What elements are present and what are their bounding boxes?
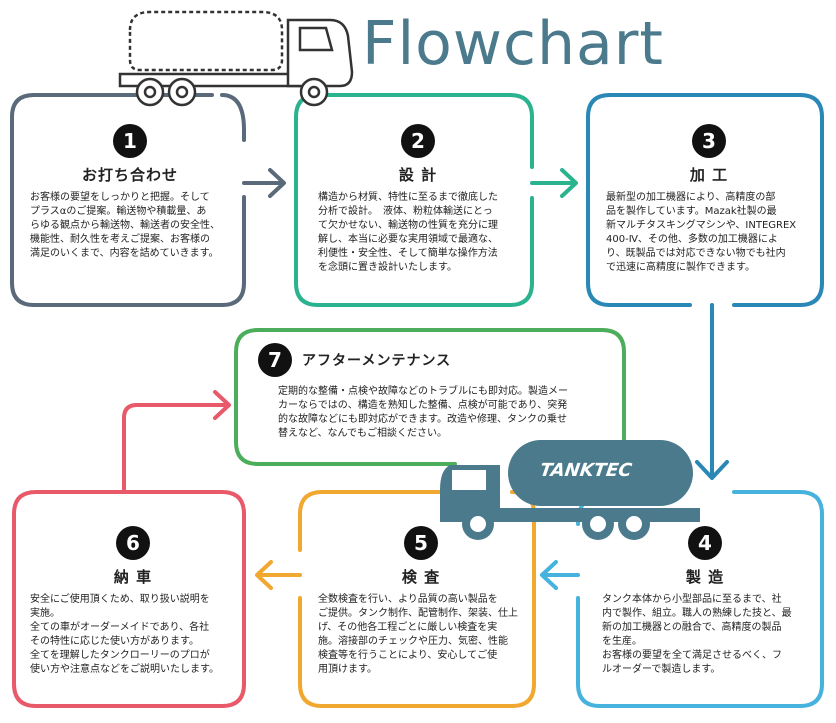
step-number-badge: 2 (401, 124, 435, 158)
arrow-1-to-2 (220, 93, 286, 198)
step-description: 安全にご使用頂くため、取り扱い説明を 実施。 全ての車がオーダーメイドであり、各… (30, 594, 219, 675)
arrow-4-to-5 (540, 560, 580, 590)
step-number-badge: 1 (113, 124, 147, 158)
step-title: 加 工 (689, 166, 729, 184)
tanktec-logo: TANKTEC (538, 460, 634, 481)
outline-truck-icon (118, 10, 354, 107)
step-title: アフターメンテナンス (302, 353, 452, 369)
step-title: 検 査 (401, 568, 441, 586)
tanktec-truck-icon (440, 440, 700, 540)
step-7-frame (234, 328, 626, 466)
step-number-badge: 5 (404, 526, 438, 560)
step-description: 最新型の加工機器により、高精度の部 品を製作しています。Mazak社製の最 新マ… (606, 192, 797, 273)
step-2-frame (294, 93, 534, 307)
step-description: 定期的な整備・点検や故障などのトラブルにも即対応。製造メー カーならではの、構造… (278, 386, 568, 439)
step-number-badge: 6 (116, 526, 150, 560)
step-1: 1 お打ち合わせ お客様の要望をしっかりと把握。そして プラスαのご提案。輸送物… (30, 124, 230, 261)
step-number-badge: 7 (258, 343, 292, 377)
step-3-frame (586, 93, 824, 307)
step-title: お打ち合わせ (81, 166, 178, 184)
step-title: 製 造 (685, 568, 725, 586)
page-title: Flowchart (362, 9, 664, 79)
arrow-3-to-4 (695, 303, 729, 480)
step-title: 設 計 (398, 166, 438, 184)
step-description: お客様の要望をしっかりと把握。そして プラスαのご提案。輸送物や積載量、あ らゆ… (30, 192, 220, 259)
step-6-frame (12, 490, 246, 708)
step-number-badge: 4 (688, 526, 722, 560)
step-3: 3 加 工 最新型の加工機器により、高精度の部 品を製作しています。Mazak社… (606, 124, 812, 275)
step-1-frame (10, 93, 246, 307)
step-5: 5 検 査 全数検査を行い、より品質の高い製品を ご提供。タンク制作、配管制作、… (318, 526, 524, 677)
arrow-2-to-3 (530, 168, 578, 198)
step-2: 2 設 計 構造から材質、特性に至るまで徹底した 分析で設計。 液体、粉粒体輸送… (318, 124, 518, 275)
arrow-6-to-7 (122, 390, 231, 494)
step-title: 納 車 (113, 568, 153, 586)
step-6: 6 納 車 安全にご使用頂くため、取り扱い説明を 実施。 全ての車がオーダーメイ… (30, 526, 236, 677)
step-description: 構造から材質、特性に至るまで徹底した 分析で設計。 液体、粉粒体輸送にとっ て欠… (318, 192, 498, 273)
step-description: タンク本体から小型部品に至るまで、社 内で製作、組立。職人の熟練した技と、最 新… (602, 594, 792, 675)
arrow-5-to-6 (255, 560, 302, 590)
step-7: 7 アフターメンテナンス 定期的な整備・点検や故障などのトラブルにも即対応。製造… (258, 343, 610, 441)
step-description: 全数検査を行い、より品質の高い製品を ご提供。タンク制作、配管制作、架装、仕上 … (318, 594, 518, 675)
step-4: 4 製 造 タンク本体から小型部品に至るまで、社 内で製作、組立。職人の熟練した… (602, 526, 808, 677)
step-number-badge: 3 (692, 124, 726, 158)
